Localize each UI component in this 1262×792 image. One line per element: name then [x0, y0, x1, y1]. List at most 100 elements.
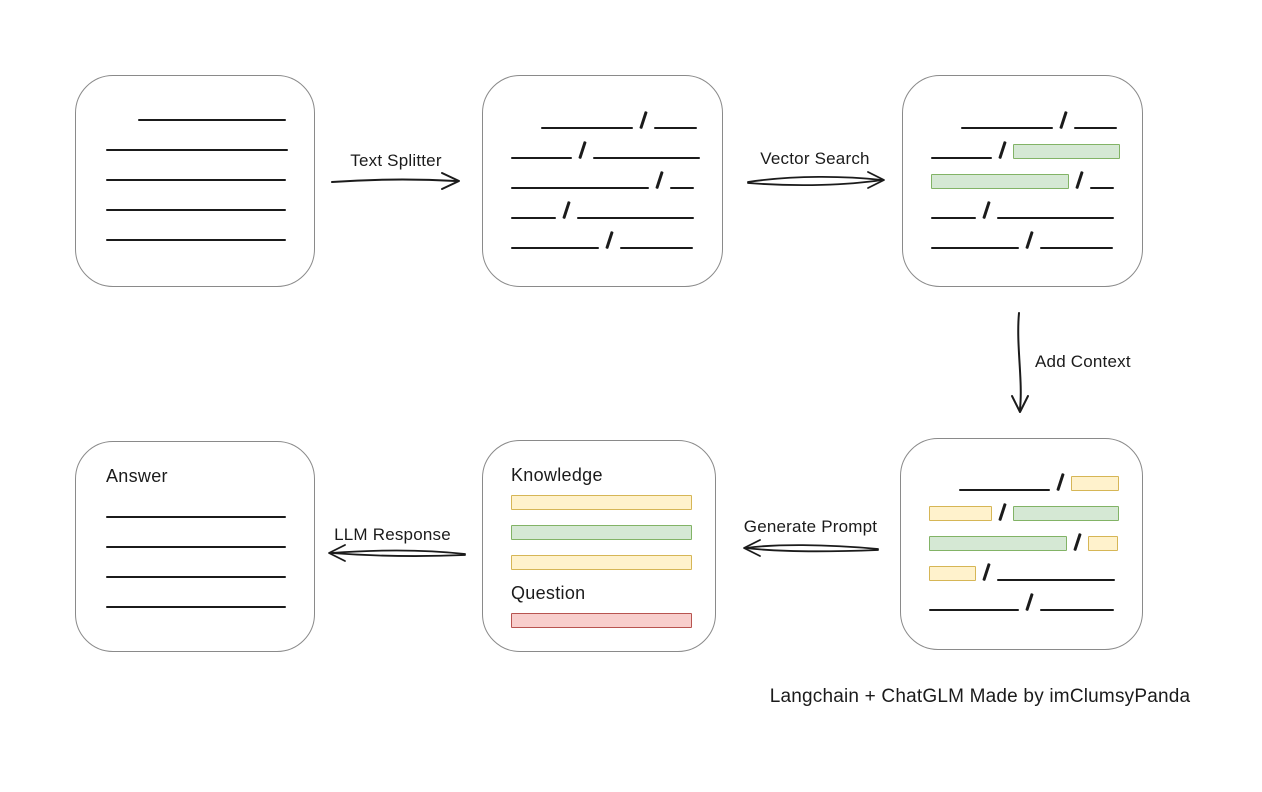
text-line — [619, 247, 693, 249]
answer-label: Answer — [106, 466, 168, 486]
text-line — [106, 546, 286, 548]
answer-node: Answer — [75, 441, 315, 652]
llm-response-label: LLM Response — [334, 525, 451, 544]
split-chunks-lines — [483, 76, 722, 287]
generate-prompt-label: Generate Prompt — [743, 517, 878, 536]
chunk-row — [931, 171, 1114, 189]
text-line — [653, 127, 697, 129]
chunk-row — [106, 533, 286, 548]
chunk-row — [511, 231, 694, 249]
text-line — [106, 209, 286, 211]
text-line — [511, 187, 649, 189]
chunk-row — [929, 593, 1114, 611]
split-chunks-node — [482, 75, 723, 287]
vector-search-arrow — [747, 171, 885, 189]
credit-caption: Langchain + ChatGLM Made by imClumsyPand… — [769, 686, 1191, 707]
chunk-row — [511, 201, 694, 219]
chunk-row — [931, 111, 1117, 129]
yellow-chunk — [929, 566, 976, 581]
yellow-chunk — [1087, 536, 1118, 551]
add-context-label: Add Context — [1035, 352, 1131, 371]
slash-separator — [562, 201, 571, 219]
yellow-chunk — [929, 506, 992, 521]
yellow-bar — [511, 555, 692, 570]
text-line — [106, 239, 286, 241]
matched-chunks-lines — [903, 76, 1142, 287]
text-line — [931, 157, 992, 159]
slash-separator — [605, 231, 614, 249]
slash-separator — [1073, 533, 1082, 551]
slash-separator — [655, 171, 664, 189]
slash-separator — [998, 503, 1007, 521]
slash-separator — [578, 141, 587, 159]
text-line — [106, 179, 286, 181]
context-chunks-node — [900, 438, 1143, 650]
green-chunk — [1012, 506, 1119, 521]
text-line — [511, 247, 599, 249]
red-bar — [511, 613, 692, 628]
slash-separator — [1056, 473, 1065, 491]
text-line — [592, 157, 700, 159]
text-line — [138, 119, 286, 121]
chunk-row — [106, 136, 288, 151]
text-line — [106, 516, 286, 518]
green-chunk — [1012, 144, 1120, 159]
add-context-arrow — [1011, 312, 1029, 413]
chunk-row — [106, 196, 286, 211]
context-chunks-lines — [901, 439, 1142, 648]
chunk-row — [929, 473, 1119, 491]
text-line — [511, 217, 556, 219]
document-lines — [76, 76, 314, 271]
chunk-row — [511, 111, 697, 129]
chunk-row — [106, 503, 286, 518]
vector-search-label: Vector Search — [760, 149, 870, 168]
slash-separator — [1059, 111, 1068, 129]
chunk-row — [106, 563, 286, 578]
yellow-chunk — [1070, 476, 1119, 491]
text-line — [669, 187, 694, 189]
text-line — [929, 609, 1019, 611]
text-line — [1073, 127, 1117, 129]
text-line — [1039, 609, 1114, 611]
chunk-row — [106, 226, 286, 241]
text-line — [959, 489, 1050, 491]
text-line — [996, 579, 1115, 581]
slash-separator — [1025, 231, 1034, 249]
chunk-row — [929, 503, 1119, 521]
text-line — [541, 127, 633, 129]
llm-response-arrow — [328, 544, 466, 562]
slash-separator — [1025, 593, 1034, 611]
chunk-row — [106, 593, 286, 608]
chunk-row — [931, 201, 1114, 219]
chunk-row — [511, 171, 694, 189]
document-node — [75, 75, 315, 287]
text-line — [106, 576, 286, 578]
chunk-row — [511, 141, 700, 159]
matched-chunks-node — [902, 75, 1143, 287]
slash-separator — [639, 111, 648, 129]
chunk-row — [106, 106, 286, 121]
text-line — [511, 157, 572, 159]
chunk-row — [931, 141, 1120, 159]
green-bar — [511, 525, 692, 540]
text-line — [961, 127, 1053, 129]
text-line — [931, 247, 1019, 249]
slash-separator — [1075, 171, 1084, 189]
yellow-bar — [511, 495, 692, 510]
chunk-row — [929, 563, 1115, 581]
text-line — [1039, 247, 1113, 249]
question-label: Question — [511, 583, 586, 603]
prompt-node: Knowledge Question — [482, 440, 716, 652]
text-line — [106, 606, 286, 608]
text-line — [576, 217, 694, 219]
generate-prompt-arrow — [743, 539, 879, 557]
text-line — [1089, 187, 1114, 189]
text-splitter-arrow — [331, 172, 460, 190]
answer-lines — [106, 503, 286, 608]
text-line — [106, 149, 288, 151]
text-line — [931, 217, 976, 219]
text-splitter-label: Text Splitter — [350, 151, 442, 170]
green-chunk — [929, 536, 1067, 551]
knowledge-label: Knowledge — [511, 465, 603, 485]
